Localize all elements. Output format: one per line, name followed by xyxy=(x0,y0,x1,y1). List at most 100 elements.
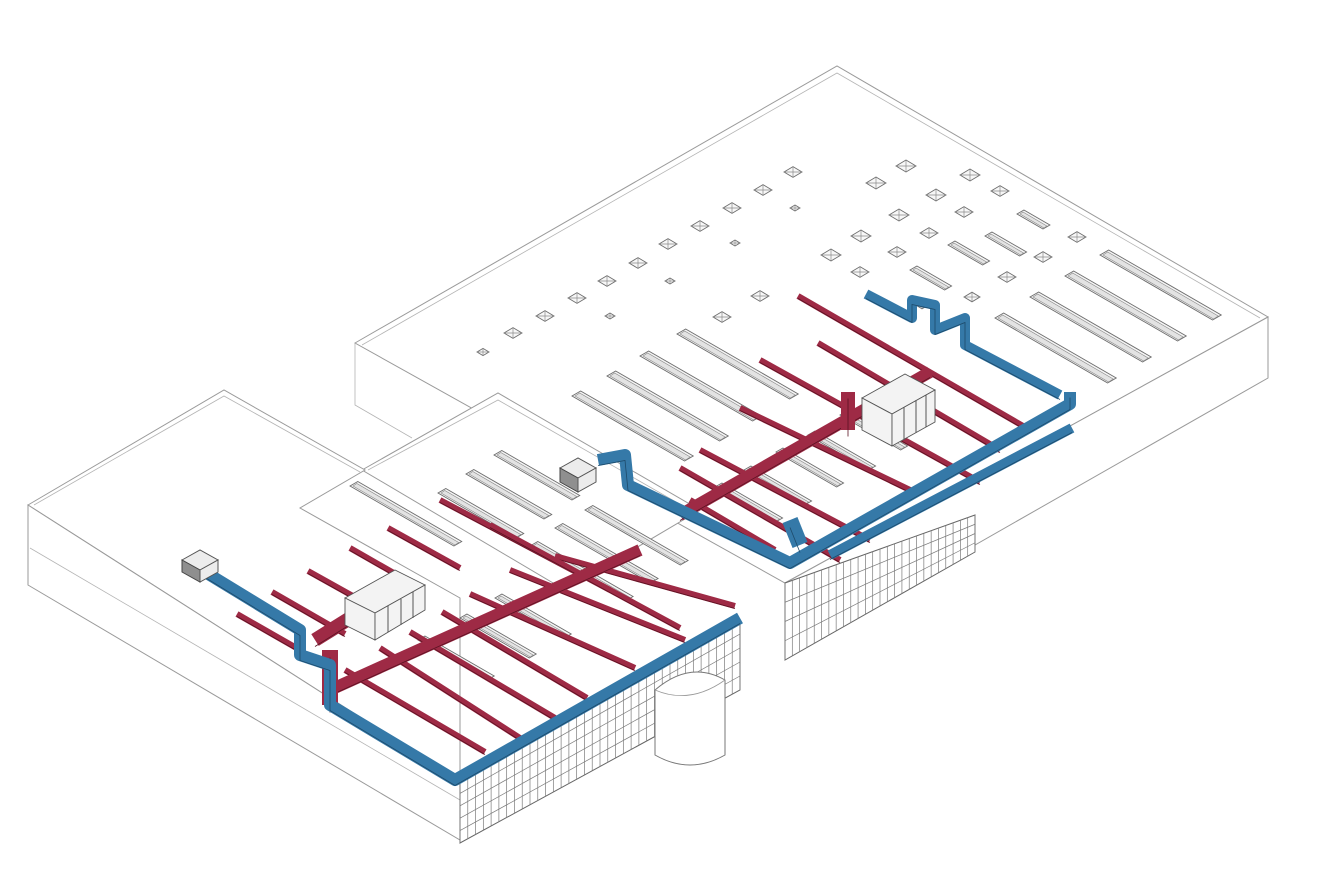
fixture-lens xyxy=(468,471,550,519)
light-fixture xyxy=(984,231,1028,257)
light-fixture xyxy=(994,312,1118,384)
skylight xyxy=(850,266,870,278)
skylight xyxy=(1033,251,1053,263)
light-fixture xyxy=(437,487,525,539)
fixture-lens xyxy=(912,267,950,290)
supply-branch-edge xyxy=(739,410,911,493)
return-riser xyxy=(782,517,808,548)
supply-branch xyxy=(468,591,637,671)
skylight xyxy=(850,229,872,243)
light-fixture xyxy=(584,504,689,566)
light-fixture xyxy=(1099,249,1223,321)
linear-light-fixtures xyxy=(349,209,1223,681)
skylight xyxy=(783,166,803,178)
supply-branch xyxy=(796,293,1032,433)
stair-tower xyxy=(654,671,726,766)
return-branch-edge xyxy=(829,432,1073,560)
rooftop-unit-middle xyxy=(558,457,598,493)
skylight xyxy=(865,176,887,190)
light-fixture xyxy=(1064,270,1188,342)
return-main-edge xyxy=(204,577,741,786)
supply-branch xyxy=(508,567,687,643)
skylight xyxy=(919,227,939,239)
skylight xyxy=(628,257,648,269)
fixture-lens xyxy=(1067,272,1184,341)
fixture-lens xyxy=(987,233,1025,256)
skylight xyxy=(888,208,910,222)
transom xyxy=(784,542,976,642)
light-fixture xyxy=(606,370,730,442)
supply-branch-edge xyxy=(344,672,486,755)
skylight xyxy=(658,238,678,250)
roof-skylights xyxy=(476,159,1087,357)
supply-main xyxy=(327,544,643,696)
skylight xyxy=(722,202,742,214)
fixture-lens xyxy=(496,452,578,500)
skylight xyxy=(1067,231,1087,243)
skylight xyxy=(753,184,773,196)
curtain-wall-side xyxy=(784,514,976,661)
skylight xyxy=(954,206,974,218)
skylight xyxy=(604,312,616,320)
supply-branch-edge xyxy=(379,650,521,741)
light-fixture xyxy=(349,480,463,547)
supply-branch xyxy=(698,447,872,543)
return-main-edge xyxy=(597,397,1071,569)
skylight xyxy=(959,168,981,182)
skylight xyxy=(535,310,555,322)
fixture-lens xyxy=(1019,211,1048,229)
skylight xyxy=(690,220,710,232)
fixture-lens xyxy=(574,392,691,461)
supply-branch-edge xyxy=(236,616,301,653)
light-fixture xyxy=(676,328,800,400)
skylight xyxy=(925,188,947,202)
skylight xyxy=(789,204,801,212)
supply-branch xyxy=(386,525,462,571)
fixture-lens xyxy=(950,242,988,265)
light-fixture xyxy=(947,240,991,266)
supply-branch xyxy=(235,611,302,653)
skylight xyxy=(567,292,587,304)
skylight xyxy=(503,327,523,339)
skylight xyxy=(997,271,1017,283)
supply-branch xyxy=(688,497,777,553)
transom xyxy=(459,633,741,794)
supply-branch xyxy=(738,405,912,493)
fixture-lens xyxy=(679,330,796,399)
skylight xyxy=(963,291,981,303)
supply-main-edge xyxy=(329,555,641,696)
rooftop-unit-left xyxy=(180,549,220,583)
fixture-lens xyxy=(609,372,726,441)
light-fixture xyxy=(1029,291,1153,363)
return-branch xyxy=(827,423,1075,560)
fixture-lens xyxy=(440,490,522,538)
return-branch-edge xyxy=(865,298,1061,400)
supply-branch-edge xyxy=(797,298,1031,433)
building-shell xyxy=(27,65,1270,844)
skylight xyxy=(664,277,676,285)
supply-branch xyxy=(554,553,736,609)
skylight xyxy=(712,311,732,323)
light-fixture xyxy=(909,265,953,291)
supply-branch-edge xyxy=(387,530,461,571)
light-fixture xyxy=(571,390,695,462)
return-main xyxy=(201,566,743,786)
skylight xyxy=(887,246,907,258)
light-fixture xyxy=(465,468,553,520)
fixture-lens xyxy=(1102,251,1219,320)
skylight xyxy=(476,347,490,357)
return-ductwork xyxy=(201,289,1076,786)
skylight xyxy=(729,239,741,247)
fixture-lens xyxy=(352,483,460,546)
air-handling-unit-rear xyxy=(861,373,936,447)
fixture-lens xyxy=(997,314,1114,383)
transom xyxy=(784,533,976,622)
return-riser-edge xyxy=(789,527,801,553)
skylight xyxy=(895,159,917,173)
supply-branch-edge xyxy=(554,558,736,609)
skylight xyxy=(750,290,770,302)
fixture-lens xyxy=(1032,293,1149,362)
air-handling-unit-front xyxy=(344,569,426,641)
fixture-lens xyxy=(587,507,686,565)
